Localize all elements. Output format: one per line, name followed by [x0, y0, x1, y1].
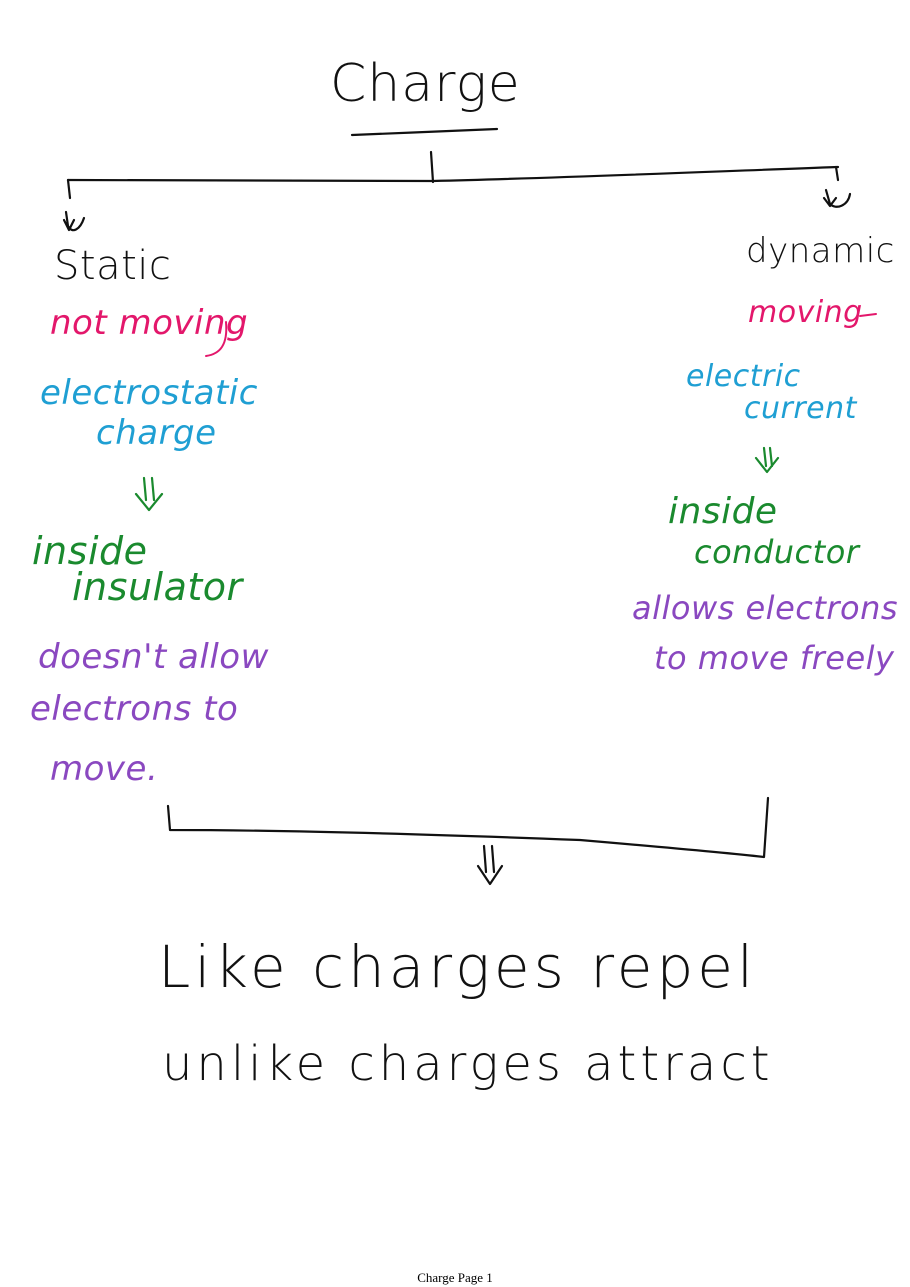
bottom-bracket: [166, 796, 770, 859]
static-type-line1: electrostatic: [40, 373, 258, 413]
left-branch-drop: [66, 178, 72, 200]
static-heading: Static: [54, 243, 172, 289]
pink-underline-stroke: [205, 321, 228, 357]
page-title: Charge: [330, 54, 521, 114]
dynamic-type-line2: current: [744, 391, 857, 426]
title-stem: [429, 150, 435, 184]
static-description-line3: move.: [50, 749, 159, 789]
dynamic-motion-label: moving: [748, 295, 863, 330]
page-footer: Charge Page 1: [417, 1270, 493, 1285]
dynamic-description-line2: to move freely: [654, 639, 895, 677]
static-description-line1: doesn't allow: [38, 637, 269, 677]
static-location-line2: insulator: [72, 565, 243, 609]
static-type-line2: charge: [96, 413, 217, 453]
dynamic-description-line1: allows electrons: [632, 589, 899, 627]
static-motion-label: not moving: [50, 303, 249, 343]
bottom-down-arrow-icon: [476, 844, 504, 886]
static-location-line1: inside: [32, 529, 148, 573]
top-bracket: [66, 165, 840, 183]
left-green-down-arrow-icon: [134, 476, 164, 512]
right-pink-tail: [859, 313, 877, 317]
title-underline: [350, 127, 499, 137]
dynamic-heading: dynamic: [746, 231, 895, 271]
rule-unlike-charges: unlike charges attract: [162, 1036, 774, 1092]
left-down-arrow-icon: [62, 210, 86, 232]
dynamic-location-line1: inside: [668, 491, 778, 532]
rule-like-charges: Like charges repel: [158, 933, 758, 1001]
dynamic-type-line1: electric: [686, 359, 801, 394]
right-down-arrow-icon: [822, 188, 852, 208]
static-description-line2: electrons to: [30, 689, 239, 729]
right-branch-drop: [834, 165, 840, 182]
dynamic-location-line2: conductor: [694, 533, 860, 571]
right-green-down-arrow-icon: [754, 446, 780, 474]
